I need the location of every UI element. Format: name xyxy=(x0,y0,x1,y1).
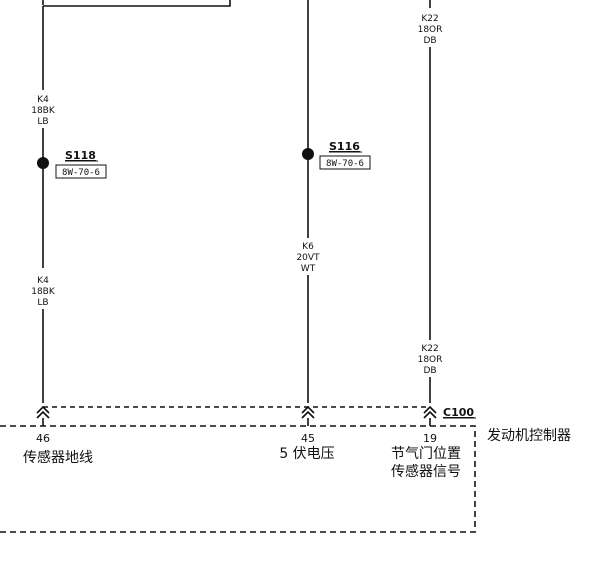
wire-k4-lower-color: LB xyxy=(37,298,48,308)
connector-pin-45-chevron xyxy=(301,405,315,426)
pin-45-function: 5 伏电压 xyxy=(279,446,334,462)
pin-19-function-line2: 传感器信号 xyxy=(391,463,461,480)
wire-k4-upper-gauge: 18BK xyxy=(31,106,56,116)
pin-19-number: 19 xyxy=(423,432,437,445)
wire-k22-bottom-gauge: 18OR xyxy=(418,355,443,365)
wire-k4-lower-gauge: 18BK xyxy=(31,287,56,297)
wire-k6-color: WT xyxy=(301,264,316,274)
pin-45-number: 45 xyxy=(301,432,315,445)
connector-pin-19-chevron xyxy=(423,405,437,426)
module-name: 发动机控制器 xyxy=(487,428,571,444)
pin-19-function-line1: 节气门位置 xyxy=(391,446,461,462)
splice-s116-ref: 8W-70-6 xyxy=(326,159,364,169)
splice-s116-id: S116 xyxy=(329,140,360,153)
splice-s116-dot xyxy=(302,148,314,160)
splice-s118-id: S118 xyxy=(65,149,96,162)
pin-46-number: 46 xyxy=(36,432,50,445)
wire-k4-lower-circuit: K4 xyxy=(37,276,49,286)
splice-s118-ref: 8W-70-6 xyxy=(62,168,100,178)
wire-k4-upper-color: LB xyxy=(37,117,48,127)
wire-k4-upper-circuit: K4 xyxy=(37,95,49,105)
wire-k6-circuit: K6 xyxy=(302,242,314,252)
splice-s118-ref-box xyxy=(55,164,107,179)
wire-k6-gauge: 20VT xyxy=(296,253,320,263)
splice-s116-ref-box xyxy=(319,155,371,170)
wire-k22-bottom-color: DB xyxy=(423,366,436,376)
wire-k22-bottom-circuit: K22 xyxy=(421,344,438,354)
pin-46-function: 传感器地线 xyxy=(23,449,93,466)
wire-k22-top-circuit: K22 xyxy=(421,14,438,24)
connector-pin-46-chevron xyxy=(36,405,50,426)
wire-top-horizontal xyxy=(43,0,231,7)
wire-k22-top-gauge: 18OR xyxy=(418,25,443,35)
wire-k22-top-color: DB xyxy=(423,36,436,46)
connector-c100-id: C100 xyxy=(443,406,474,419)
splice-s118-dot xyxy=(37,157,49,169)
